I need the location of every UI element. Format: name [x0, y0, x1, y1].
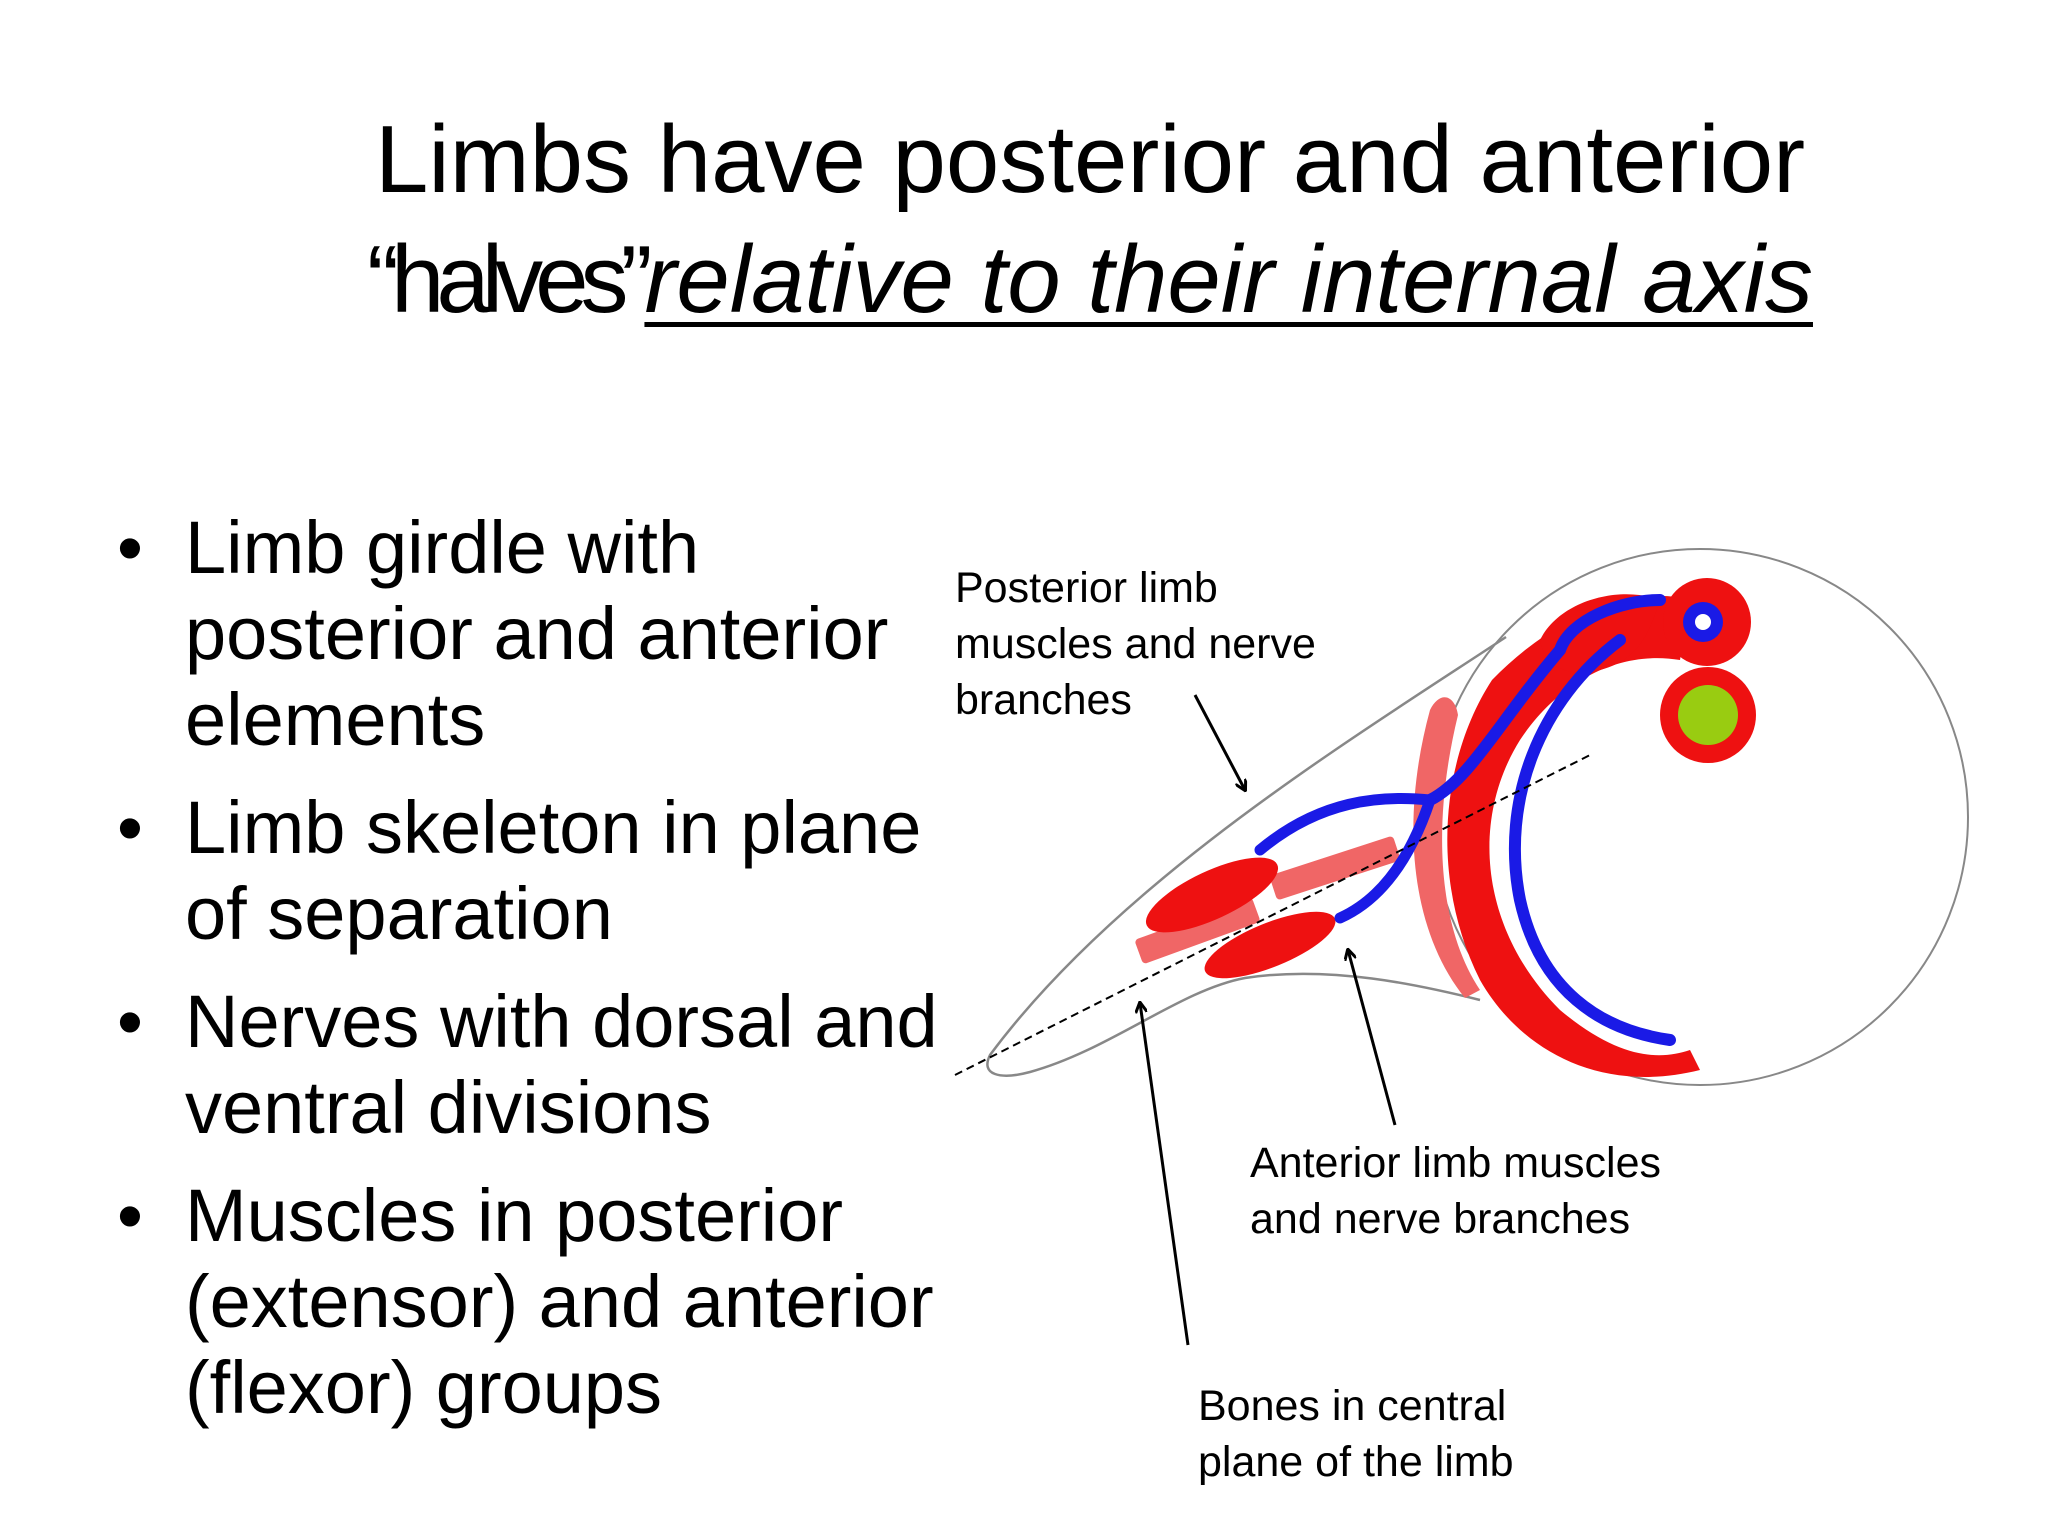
bone-proximal-posterior [1270, 836, 1400, 900]
title-emphasis: relative to their internal axis [644, 226, 1813, 333]
anterior-arrow [1348, 950, 1397, 1126]
label-anterior-limb: Anterior limb muscles and nerve branches [1250, 1139, 1661, 1243]
limb-outline [986, 635, 1507, 1077]
title-line-2: “halves”relative to their internal axis [300, 220, 1880, 340]
label-posterior-limb: Posterior limb muscles and nerve branche… [955, 564, 1316, 724]
bullet-text: Muscles in posterior (extensor) and ante… [185, 1174, 934, 1429]
bone-distal [1135, 898, 1260, 964]
dorsal-muscle [1540, 594, 1660, 673]
anterior-girdle-element [1413, 697, 1480, 998]
slide-title: Limbs have posterior and anterior “halve… [300, 100, 1880, 340]
bullet-text: Nerves with dorsal and ventral divisions [185, 980, 938, 1149]
internal-axis-line [954, 754, 1591, 1076]
spinal-nerve [1424, 594, 1666, 806]
posterior-limb-muscle [1145, 857, 1279, 933]
bullet-item: • Limb skeleton in plane of separation [100, 785, 940, 957]
bones-arrow [1140, 1003, 1190, 1346]
bullet-text: Limb girdle with posterior and anterior … [185, 506, 889, 761]
bullet-marker: • [117, 980, 143, 1063]
posterior-arrow [1193, 694, 1245, 790]
bullet-list: • Limb girdle with posterior and anterior… [100, 505, 940, 1453]
anterior-limb-muscle [1204, 911, 1336, 979]
bullet-marker: • [117, 506, 143, 589]
dorsal-nerve-division [1254, 793, 1436, 856]
ventral-ramus [1508, 634, 1676, 1046]
bullet-text: Limb skeleton in plane of separation [185, 786, 922, 955]
label-bones: Bones in central plane of the limb [1198, 1382, 1514, 1486]
ventral-nerve-division [1334, 794, 1436, 924]
bullet-marker: • [117, 786, 143, 869]
bullet-marker: • [117, 1174, 143, 1257]
bullet-item: • Nerves with dorsal and ventral division… [100, 979, 940, 1151]
title-halves: “halves” [367, 226, 652, 333]
title-line-1: Limbs have posterior and anterior [374, 106, 1806, 213]
bullet-item: • Muscles in posterior (extensor) and ant… [100, 1173, 940, 1431]
bullet-item: • Limb girdle with posterior and anterior… [100, 505, 940, 763]
central-canal-lumen [1695, 614, 1711, 630]
notochord [1678, 685, 1738, 745]
